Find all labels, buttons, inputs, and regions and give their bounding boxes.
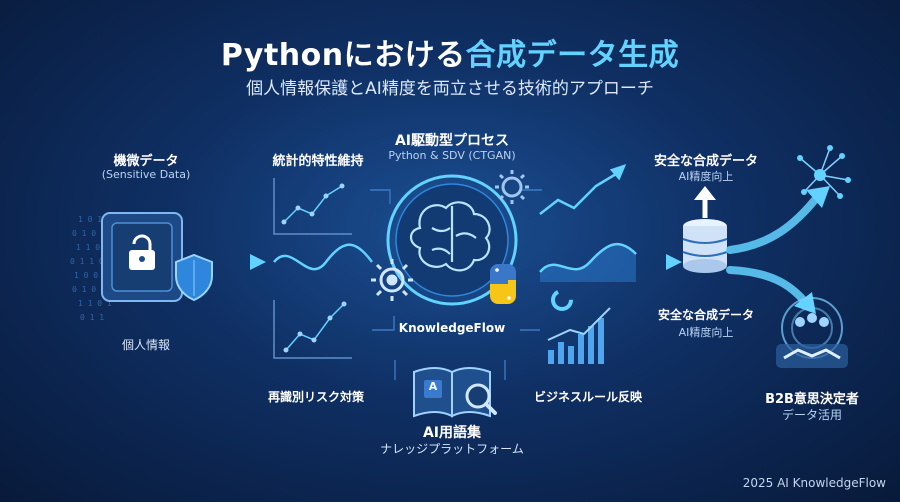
svg-text:1 1 0 0 1: 1 1 0 0 1 [76,243,120,252]
input-title: 機微データ [113,154,179,169]
page-title: Pythonにおける合成データ生成 [0,30,900,74]
target-subtitle: データ活用 [781,408,843,422]
vault-icon [101,212,183,302]
svg-text:1 0 1 1: 1 0 1 1 [78,215,112,224]
target-title: B2B意思決定者 [765,392,859,407]
title-main: Pythonにおける [220,38,466,73]
page-subtitle: 個人情報保護とAI精度を両立させる技術的アプローチ [246,79,654,99]
input-subtitle: (Sensitive Data) [101,168,191,181]
handshake-icon [776,344,848,368]
gear-icon-right [495,170,529,204]
risk-label: 再識別リスク対策 [267,390,365,404]
chart-growth [539,163,627,215]
arrow-up-branch [726,192,822,254]
chart-stat [273,178,352,235]
brand-label: KnowledgeFlow [398,321,506,335]
svg-text:1 0 0 1 1: 1 0 0 1 1 [74,271,118,280]
input-caption: 個人情報 [121,338,171,352]
stat-label: 統計的特性維持 [272,154,364,169]
magnifier-icon [465,383,497,415]
chart-bars [547,307,611,364]
svg-text:0 1 0 1 1: 0 1 0 1 1 [72,229,116,238]
output-subtitle-2: AI精度向上 [678,326,734,339]
svg-text:0 1 0 1: 0 1 0 1 [72,285,106,294]
rule-label: ビジネスルール反映 [533,390,643,404]
chart-donut-icon [551,289,573,311]
upload-arrow-icon [694,186,716,218]
chart-wave [273,243,374,271]
title-accent: 合成データ生成 [465,38,680,73]
gear-icon-left [371,259,413,301]
svg-text:1 1 0 1: 1 1 0 1 [78,299,112,308]
binary-pattern: 1 0 1 1 0 1 0 1 1 1 1 0 0 1 0 1 1 0 1 1 … [70,215,120,322]
output-title-1: 安全な合成データ [653,154,759,169]
output-title-2: 安全な合成データ [657,308,755,322]
brain-icon [409,201,491,272]
output-subtitle-1: AI精度向上 [678,170,734,183]
chart-risk [273,300,352,359]
process-title: AI駆動型プロセス [394,133,510,149]
svg-text:0 1 1 0 1: 0 1 1 0 1 [70,257,114,266]
shield-icon [175,253,213,302]
network-icon [797,145,851,199]
glossary-title: AI用語集 [422,425,482,441]
glossary-subtitle: ナレッジプラットフォーム [380,442,524,456]
glossary-letter: A [428,380,438,393]
arrow-down-branch [726,266,809,306]
process-ring [386,174,518,306]
footer-credit: 2025 AI KnowledgeFlow [742,476,886,490]
python-logo-icon [490,264,516,304]
chart-area [539,242,637,282]
svg-text:0 1 1: 0 1 1 [80,313,104,322]
database-icon [682,219,728,273]
process-subtitle: Python & SDV (CTGAN) [388,149,516,162]
